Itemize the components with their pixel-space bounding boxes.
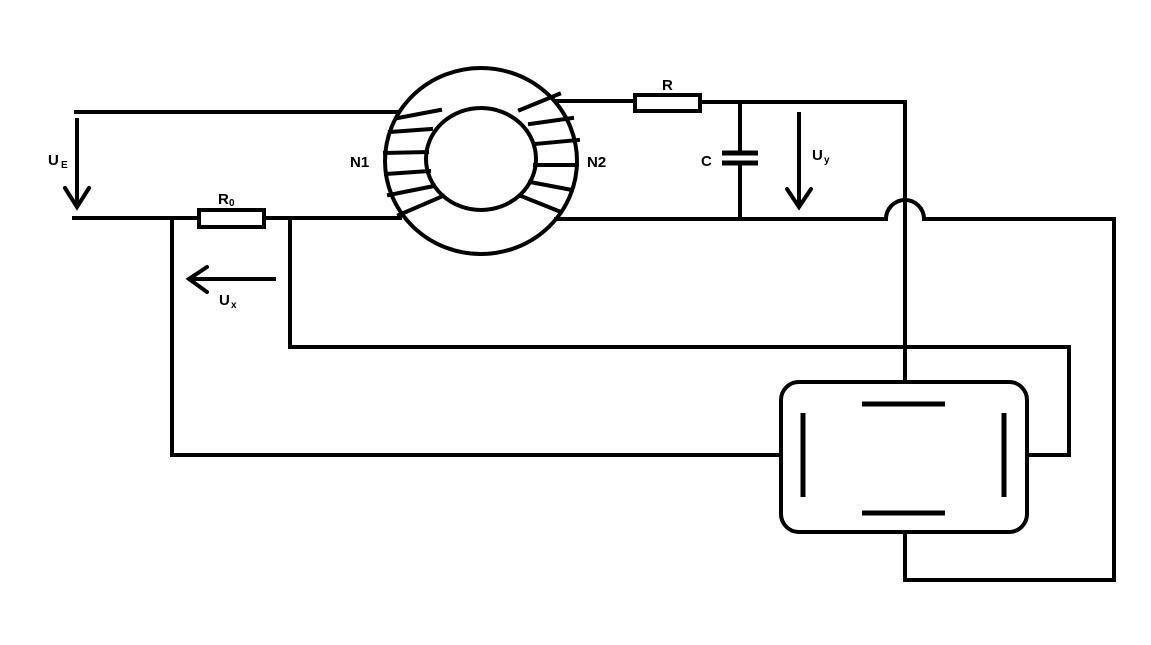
secondary-winding [517,91,581,215]
shunt-resistor [197,208,266,229]
deflection-plates [800,401,1007,516]
capacitor-label: C [701,153,712,170]
y-voltage-subscript: y [824,155,830,166]
x-voltage-arrow [185,265,276,294]
x-deflection-wire-left [170,216,804,457]
primary-winding-label: N1 [350,154,369,171]
input-voltage-label: U [48,152,59,169]
input-voltage-arrow [63,118,91,211]
x-deflection-wire-right [288,216,1071,457]
primary-winding [382,107,446,218]
shunt-resistor-subscript: 0 [229,198,235,209]
toroid-core [383,66,579,256]
oscilloscope-tube [779,380,1029,534]
resistor-r-label: R [662,77,673,94]
y-voltage-arrow [785,112,813,211]
input-voltage-subscript: E [61,160,68,171]
x-voltage-label: U [219,292,230,309]
y-voltage-label: U [812,147,823,164]
x-voltage-subscript: x [231,300,237,311]
capacitor [722,102,758,220]
secondary-winding-label: N2 [587,154,606,171]
secondary-top-wire [554,99,907,402]
secondary-bottom-wire [554,198,1116,582]
shunt-resistor-label: R [218,191,229,208]
resistor-r [633,93,702,113]
